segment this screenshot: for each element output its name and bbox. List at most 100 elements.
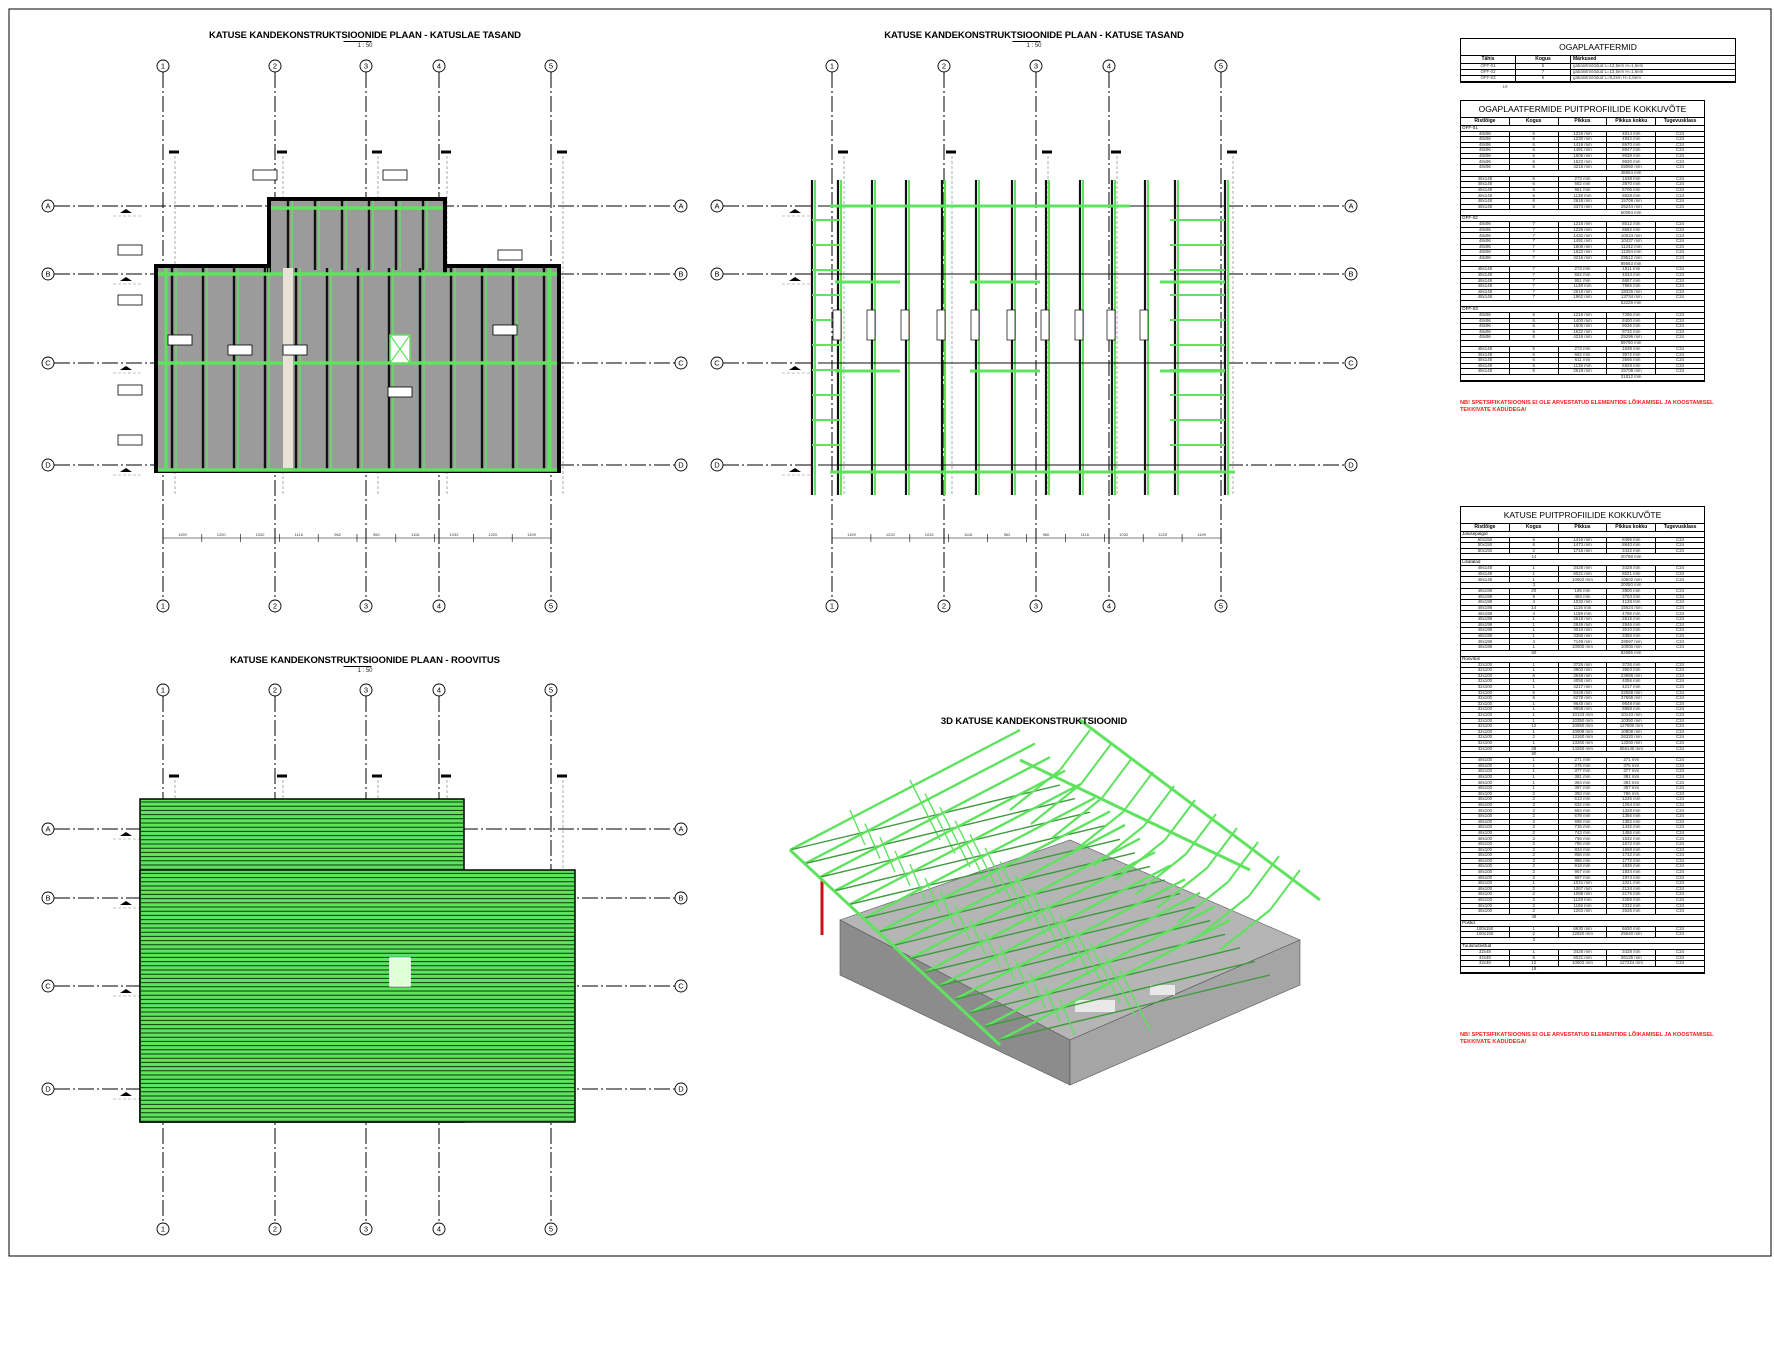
table-cell: 2 (1510, 836, 1559, 841)
table-cell: 32x100 (1461, 729, 1510, 735)
table-cell: 23688 mm (1607, 673, 1657, 679)
table-cell: 3666 mm (1607, 358, 1657, 363)
table-cell: 9036 mm (1607, 324, 1657, 329)
table-cell: 14 (1510, 605, 1559, 611)
table-cell: 7 (1510, 267, 1559, 272)
table-cell: 10602 mm (1607, 577, 1657, 583)
table-cell: C24 (1676, 639, 1685, 644)
grid-row-A-bubble (674, 199, 688, 213)
table-cell: C24 (1676, 137, 1685, 142)
truss-right-wing (1114, 839, 1166, 881)
table-cell: 11242 mm (1607, 244, 1657, 250)
table-cell: 32x48 (1461, 961, 1510, 966)
table-cell: C24 (1676, 193, 1685, 198)
table-cell: 1226 mm (1559, 227, 1608, 233)
table-cell: 2 (1510, 797, 1559, 802)
grid-column-5-bubble (544, 59, 558, 73)
dimension-value: 962 (1004, 532, 1011, 537)
eaves-beam (788, 848, 1002, 1047)
table-cell: 273 mm (1559, 176, 1608, 182)
table-cell: C24 (1676, 842, 1685, 847)
column-header: Ristlõige (1461, 117, 1510, 125)
table-cell: 195 mm (1559, 589, 1608, 594)
table-cell: 1473 mm (1559, 543, 1608, 548)
table-cell: 1416 mm (1559, 537, 1608, 543)
grid-row-C-bubble (710, 356, 724, 370)
table-cell: C24 (1676, 571, 1685, 576)
table-cell: 4 (1510, 600, 1559, 605)
table-cell: 20 (1510, 589, 1559, 594)
section-label: OFF-01 (1461, 125, 1704, 132)
batten-area-main (139, 869, 576, 1123)
truss-web (1014, 959, 1031, 995)
table-cell: 50x150 (1461, 548, 1510, 554)
table-cell: 13734 mm (1607, 295, 1657, 300)
table-cell: 1138 mm (1559, 363, 1608, 369)
table-cell: 2256 mm (1607, 897, 1657, 903)
view3d-title: 3D KATUSE KANDEKONSTRUKTSIOONID (940, 716, 1128, 727)
table-cell: 50x150 (1461, 543, 1510, 548)
table-cell: 384 mm (1607, 780, 1657, 786)
grid-column-5-label: 5 (549, 62, 553, 71)
section-marker-icon (120, 366, 132, 370)
table-cell: C24 (1676, 566, 1685, 571)
table-cell: gabariitmõõdud L=9,2em H=1,6em (1573, 75, 1641, 80)
table-cell: 3428 mm (1559, 566, 1608, 571)
table-cell: 2618 mm (1559, 199, 1608, 204)
table-cell: 7 (1516, 69, 1571, 75)
table-cell: 6 (1510, 358, 1559, 363)
plan-3-structure (139, 798, 576, 1123)
table-cell: 918 mm (1559, 864, 1608, 869)
section-marker-icon (789, 468, 801, 472)
grid-column-4-bubble (432, 1222, 446, 1236)
table-cell: C24 (1676, 892, 1685, 897)
plan-scale-ceiling-level: 1 : 50 (343, 41, 373, 49)
table-cell: 2 (1510, 830, 1559, 836)
table-cell: 2 (1510, 875, 1559, 881)
column-header: Kogus (1510, 117, 1559, 125)
table-cell: 2618 mm (1559, 289, 1608, 295)
member-tag (227, 344, 253, 356)
table-cell: 1 (1510, 758, 1559, 763)
table-cell: 1 (1510, 566, 1559, 571)
post-strip (283, 268, 293, 468)
table-cell: gabariitmõõdud L=13,5em H=1,6em (1573, 69, 1644, 74)
table-cell: 1116 mm (1559, 605, 1608, 611)
table-cell: 4796 mm (1607, 611, 1657, 617)
ridge-beam (1019, 758, 1251, 872)
table-cell: 48x100 (1461, 825, 1510, 830)
table-cell: C24 (1676, 729, 1685, 734)
table-cell: C24 (1676, 187, 1685, 192)
sheet-border (8, 8, 1772, 1257)
truss-label-tag (936, 309, 946, 341)
table-cell: 1 (1510, 712, 1559, 718)
section-marker-icon (120, 1092, 132, 1096)
table-cell: 37668 mm (1607, 696, 1657, 701)
table-cell: 48x96 (1461, 227, 1510, 233)
plan-scale-roof-level: 1 : 50 (1012, 41, 1042, 49)
dimension-value: 1032 (1119, 532, 1129, 537)
grid-row-C-label: C (1348, 359, 1354, 368)
table-cell: 3432 mm (1607, 548, 1657, 554)
table-cell: 1 (1510, 684, 1559, 690)
grid-column-4-bubble (1102, 599, 1116, 613)
truss-label-tag (866, 309, 876, 341)
table-cell: 1 (1510, 571, 1559, 577)
grid-column-2-label: 2 (273, 62, 277, 71)
table-cell: C24 (1676, 909, 1685, 914)
truss-right-wing (1248, 855, 1280, 897)
section-label: Roovitus (1461, 656, 1704, 663)
table-cell: 48x198 (1461, 594, 1510, 600)
table-cell: 48x96 (1461, 148, 1510, 153)
table-cell: 32x100 (1461, 684, 1510, 690)
table-cell: C24 (1676, 875, 1685, 880)
